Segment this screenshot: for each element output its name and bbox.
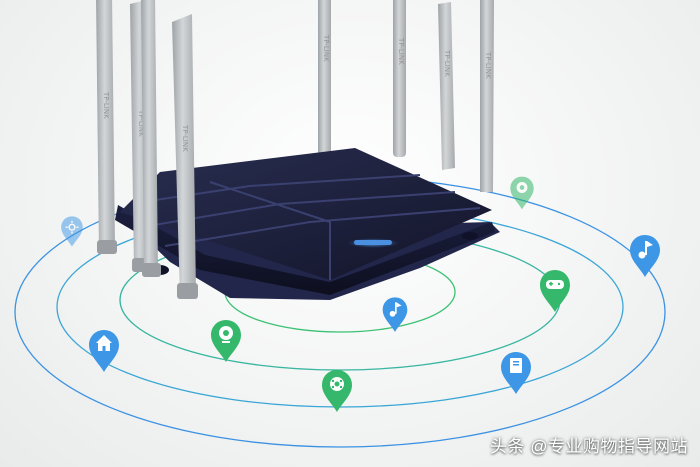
antenna-front-1: TP-LINK xyxy=(96,0,117,254)
sun-icon xyxy=(65,220,79,234)
antenna-back-right-2: TP-LINK xyxy=(393,0,406,157)
svg-text:TP-LINK: TP-LINK xyxy=(443,49,451,77)
pin-camera xyxy=(211,320,241,362)
house-icon xyxy=(96,335,112,351)
music-note-icon xyxy=(638,241,653,259)
svg-text:TP-LINK: TP-LINK xyxy=(137,109,145,137)
pin-settings xyxy=(322,370,352,412)
pin-gamepad xyxy=(540,270,570,312)
antenna-back-right-1: TP-LINK xyxy=(318,0,331,157)
pin-music-center xyxy=(382,297,408,332)
svg-text:TP-LINK: TP-LINK xyxy=(484,51,492,79)
book-icon xyxy=(510,358,522,373)
location-pins xyxy=(61,176,660,412)
router-foot-right xyxy=(462,232,478,240)
camera-icon xyxy=(516,182,528,193)
camera-icon xyxy=(219,326,233,343)
svg-text:TP-LINK: TP-LINK xyxy=(102,91,110,119)
pin-house xyxy=(89,330,119,372)
settings-icon xyxy=(330,377,344,391)
pin-sun xyxy=(61,216,83,247)
svg-text:TP-LINK: TP-LINK xyxy=(322,34,330,62)
antenna-back-right-3: TP-LINK xyxy=(438,2,455,170)
status-led xyxy=(354,240,392,245)
gamepad-icon xyxy=(546,280,564,289)
antenna-front-4: TP-LINK xyxy=(172,14,198,299)
watermark: 头条 @专业购物指导网站 xyxy=(490,437,688,456)
antenna-front-3 xyxy=(141,0,161,277)
antenna-back-right-4: TP-LINK xyxy=(480,0,494,192)
pin-book xyxy=(501,352,531,394)
router: TP-LINK TP-LINK TP-LINK TP-LINK xyxy=(96,0,500,300)
svg-text:TP-LINK: TP-LINK xyxy=(181,124,189,152)
pin-music-right xyxy=(630,235,660,277)
pin-camera-faded xyxy=(510,176,534,210)
svg-text:TP-LINK: TP-LINK xyxy=(397,37,405,65)
